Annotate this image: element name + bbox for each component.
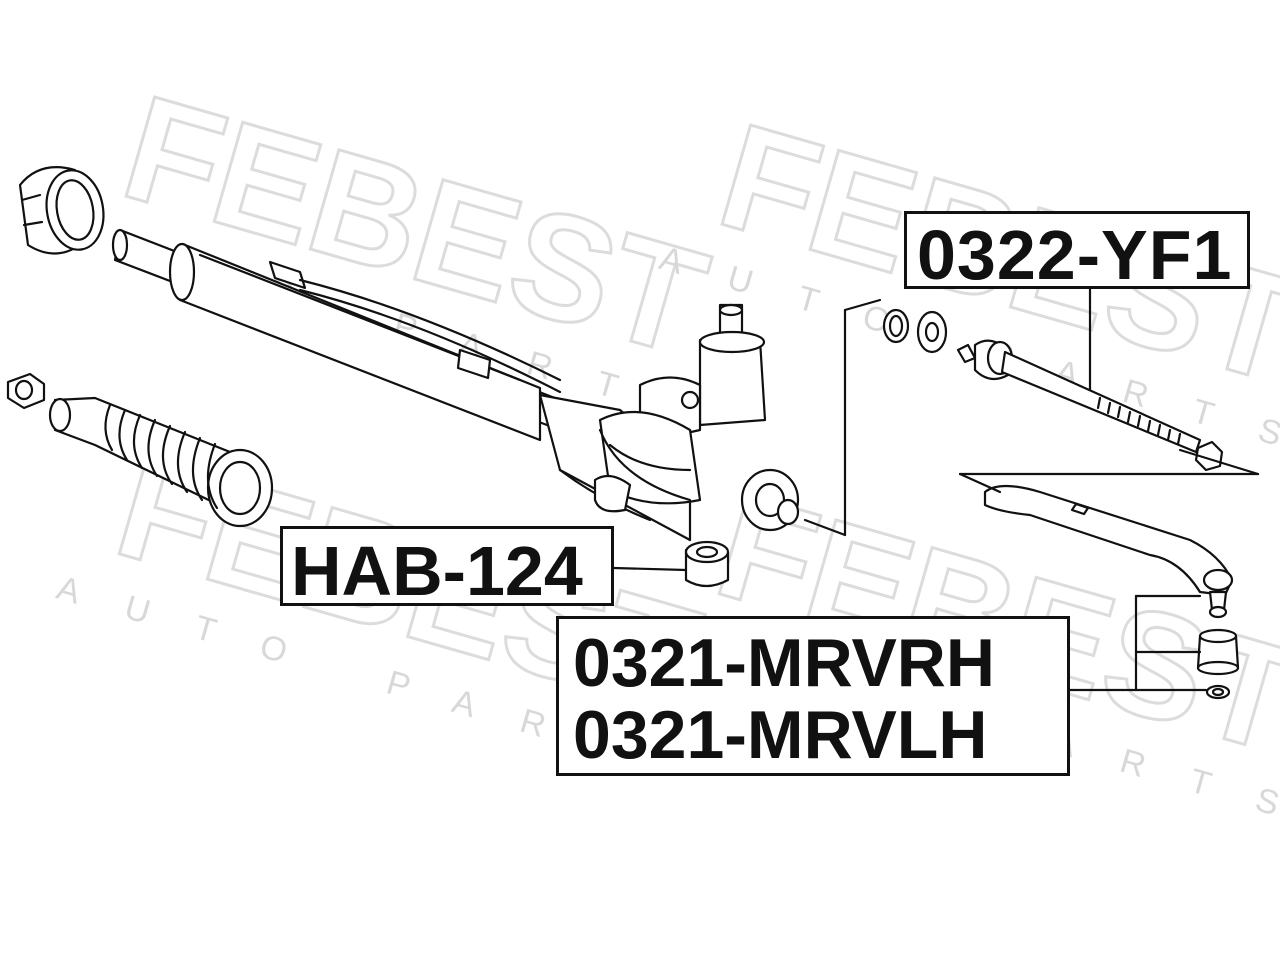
part-number-rack-bushing: HAB-124 — [291, 532, 583, 610]
leader-lines — [612, 287, 1260, 692]
part-number-tie-rod-end-lh: 0321-MRVLH — [573, 697, 988, 773]
part-label-0321-mrv: 0321-MRVRH 0321-MRVLH — [556, 616, 1070, 776]
lock-washers — [882, 308, 948, 354]
part-label-hab-124: HAB-124 — [280, 526, 614, 606]
jam-nut-left — [6, 372, 46, 410]
part-label-0322-yf1: 0322-YF1 — [904, 211, 1250, 290]
inner-tie-rod-part — [956, 339, 1224, 472]
rack-housing — [111, 228, 692, 542]
outer-tie-rod-end-part — [983, 484, 1240, 700]
part-number-tie-rod-end-rh: 0321-MRVRH — [573, 625, 996, 701]
rack-boot-bellows — [48, 396, 274, 528]
rack-mount-clamp — [18, 166, 105, 255]
pinion-valve-body — [593, 303, 800, 532]
part-number-tie-rod: 0322-YF1 — [917, 216, 1233, 294]
rack-bushing-part — [684, 540, 730, 588]
